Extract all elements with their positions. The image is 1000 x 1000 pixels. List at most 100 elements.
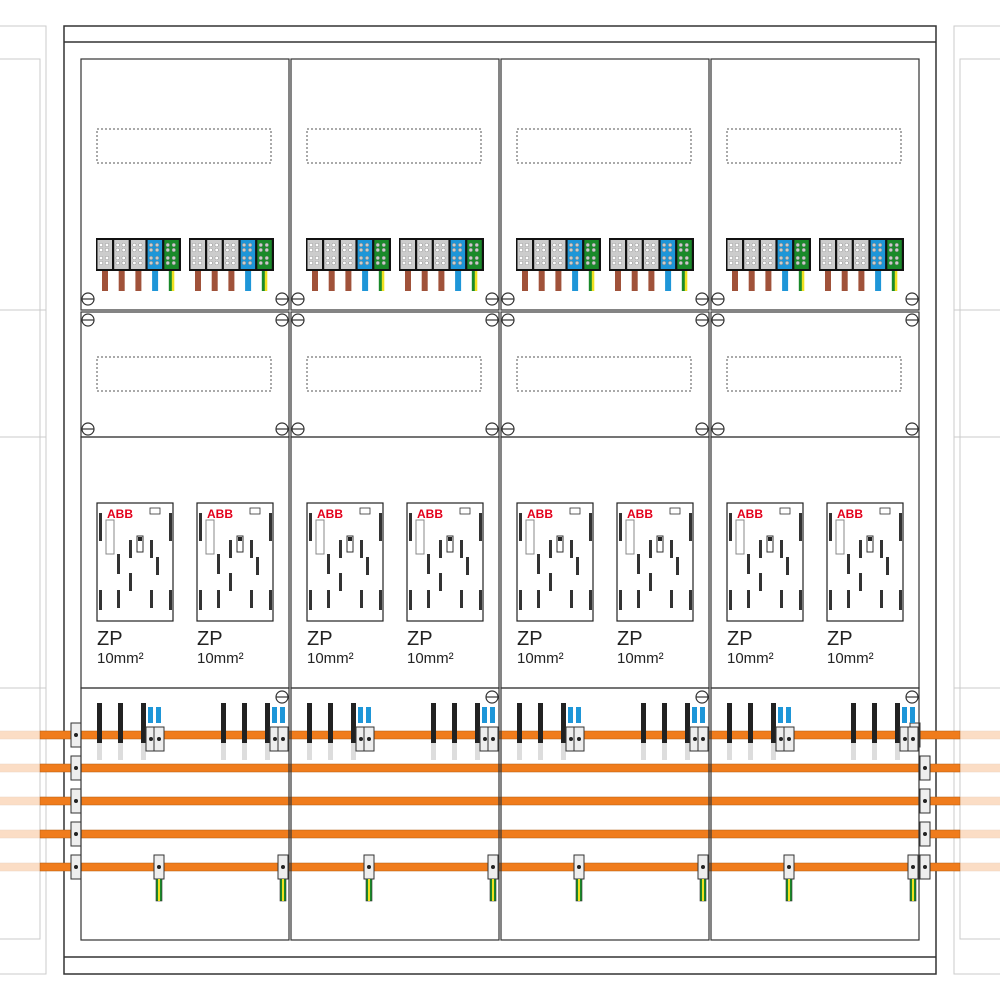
terminal-hole <box>435 261 440 266</box>
meter-conductor <box>431 703 436 743</box>
terminal-hole <box>525 247 530 252</box>
meter-terminal <box>199 513 202 541</box>
wire <box>118 271 125 291</box>
terminal-hole <box>264 247 269 252</box>
terminal-hole <box>525 242 530 247</box>
wire <box>328 271 335 291</box>
terminal-hole <box>315 261 320 266</box>
terminal-hole <box>822 256 827 261</box>
meter-terminal <box>309 513 312 541</box>
pe-wire-stripe <box>788 879 790 901</box>
terminal-hole <box>381 247 386 252</box>
terminal-hole <box>552 256 557 261</box>
wire <box>665 271 672 291</box>
clamp-screw <box>157 865 161 869</box>
terminal-hole <box>591 256 596 261</box>
clamp-screw <box>787 737 791 741</box>
meter-conductor <box>872 703 877 743</box>
conductor-shadow <box>475 742 480 760</box>
terminal-hole <box>248 242 253 247</box>
terminal-hole <box>155 261 160 266</box>
terminal-hole <box>365 256 370 261</box>
conductor-shadow <box>431 742 436 760</box>
terminal-hole <box>98 242 103 247</box>
top-panel <box>710 58 920 311</box>
panel-outline <box>0 58 41 940</box>
terminal-hole <box>651 261 656 266</box>
wire-pe <box>588 271 594 291</box>
meter-display <box>735 519 745 555</box>
busbar-panel <box>710 687 920 941</box>
terminal-hole <box>535 256 540 261</box>
terminal-hole <box>309 247 314 252</box>
terminal-hole <box>785 242 790 247</box>
meter-terminal <box>747 590 750 608</box>
wire <box>455 271 462 291</box>
terminal-hole <box>569 247 574 252</box>
terminal-hole <box>729 242 734 247</box>
terminal-hole <box>225 261 230 266</box>
neutral-wire <box>482 707 487 723</box>
clamp-screw <box>903 737 907 741</box>
clamp-screw <box>787 865 791 869</box>
conductor-shadow <box>538 742 543 760</box>
meter-label: ZP <box>517 628 543 650</box>
wire <box>648 271 655 291</box>
terminal-hole <box>331 242 336 247</box>
meter-led <box>866 535 874 553</box>
clamp-screw <box>74 733 78 737</box>
terminal-hole <box>365 247 370 252</box>
terminal-hole <box>458 242 463 247</box>
clamp-screw <box>157 737 161 741</box>
wire-pe <box>798 271 804 291</box>
meter-terminal <box>117 590 120 608</box>
terminal-hole <box>844 261 849 266</box>
terminal-hole <box>171 261 176 266</box>
clamp-screw <box>701 865 705 869</box>
terminal-hole <box>525 256 530 261</box>
terminal-hole <box>149 247 154 252</box>
wire <box>732 271 738 291</box>
clamp-screw <box>693 737 697 741</box>
terminal-hole <box>894 261 899 266</box>
terminal-hole <box>844 242 849 247</box>
terminal-hole <box>132 256 137 261</box>
terminal-hole <box>872 261 877 266</box>
terminal-hole <box>155 242 160 247</box>
terminal-hole <box>745 242 750 247</box>
meter-terminal <box>859 540 862 558</box>
terminal-hole <box>795 256 800 261</box>
meter-conductor <box>561 703 566 743</box>
terminal-hole <box>242 256 247 261</box>
conductor-shadow <box>265 742 270 760</box>
terminal-hole <box>149 242 154 247</box>
terminal-hole <box>735 247 740 252</box>
terminal-hole <box>418 256 423 261</box>
terminal-hole <box>458 256 463 261</box>
meter-terminal <box>759 540 762 558</box>
meter-display <box>205 519 215 555</box>
terminal-hole <box>408 261 413 266</box>
meter-terminal <box>150 590 153 608</box>
meter-led <box>446 535 454 553</box>
meter-led-dot <box>238 537 242 541</box>
terminal-hole <box>208 247 213 252</box>
neutral-wire <box>490 707 495 723</box>
wire-pe <box>681 271 687 291</box>
meter-terminal <box>899 590 902 610</box>
conductor-shadow <box>97 742 102 760</box>
busbar-panel <box>500 687 710 941</box>
wire <box>195 271 201 291</box>
terminal-hole <box>408 256 413 261</box>
meter-body <box>96 502 174 622</box>
meter-led <box>556 535 564 553</box>
terminal-hole <box>768 247 773 252</box>
meter-conductor <box>351 703 356 743</box>
pe-wire-stripe <box>368 879 370 901</box>
meter-terminal <box>880 540 883 558</box>
terminal-hole <box>115 256 120 261</box>
neutral-wire <box>786 707 791 723</box>
meter-terminal <box>549 540 552 558</box>
terminal-hole <box>828 256 833 261</box>
meter-terminal <box>570 590 573 608</box>
